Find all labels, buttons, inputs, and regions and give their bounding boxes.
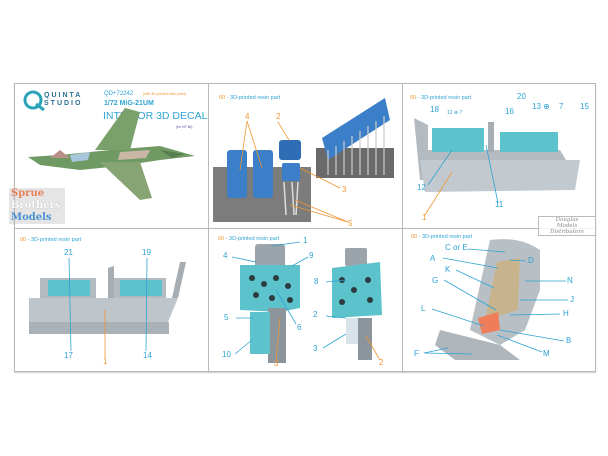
divider — [402, 83, 403, 372]
callout-label: 21 — [64, 248, 73, 257]
panel-header: 00 - 3D-printed resin part — [218, 236, 280, 242]
callout-label: A — [430, 254, 436, 263]
panel-header: 00 - 3D-printed resin part — [411, 234, 473, 240]
watermark-line: Distributors — [550, 229, 584, 235]
divider — [14, 228, 596, 229]
brand-line2: STUDIO — [44, 100, 83, 107]
watermark-line: Models — [11, 212, 52, 223]
callout-label: 12 — [417, 183, 426, 192]
callout-label: 19 — [142, 248, 151, 257]
callout-label: 14 — [143, 351, 152, 360]
callout-label: C or E — [445, 243, 468, 252]
callout-label: 6 — [297, 323, 302, 332]
callout-label: 12 ⊕ 7 — [447, 110, 463, 116]
watermark-line: Sprue — [11, 188, 45, 199]
watermark-line: Brothers — [11, 200, 61, 211]
divider — [208, 83, 209, 372]
product-title: INTERIOR 3D DECAL — [103, 110, 208, 122]
callout-label: 17 — [64, 351, 73, 360]
panel-header: 00 - 3D-printed resin part — [20, 237, 82, 243]
douglas-models-watermark: Douglas Models Distributors — [538, 216, 596, 236]
callout-label: 10 — [222, 350, 231, 359]
product-code: QD+72242 — [104, 91, 134, 97]
watermark-line: Douglas — [555, 217, 579, 223]
callout-label: 3 — [274, 359, 279, 368]
brand-line1: QUINTA — [44, 92, 83, 99]
callout-label: N — [567, 276, 573, 285]
sprue-brothers-watermark: Sprue Brothers Models — [9, 188, 65, 224]
callout-label: F — [414, 349, 419, 358]
callout-label: 4 — [245, 112, 250, 121]
callout-label: 5 — [224, 313, 229, 322]
callout-label: J — [570, 295, 574, 304]
callout-label: 18 — [430, 105, 439, 114]
panel-header: 00 - 3D-printed resin part — [410, 95, 472, 101]
callout-label: 1 — [303, 236, 308, 245]
callout-label: 13 ⊕ — [532, 102, 550, 111]
callout-label: 3 — [342, 185, 347, 194]
brand-logo: QUINTA STUDIO — [44, 92, 82, 108]
callout-label: 20 — [517, 92, 526, 101]
callout-label: 4 — [223, 251, 228, 260]
callout-label: 2 — [276, 112, 281, 121]
model-name: 1/72 MiG-21UM — [104, 100, 154, 107]
callout-label: 16 — [505, 107, 514, 116]
callout-label: 3 — [313, 344, 318, 353]
callout-label: 8 — [314, 277, 319, 286]
callout-label: 2 — [313, 310, 318, 319]
callout-label: B — [566, 336, 572, 345]
callout-label: G — [432, 276, 439, 285]
callout-label: H — [563, 309, 569, 318]
product-note: (with 3D-printed resin parts) — [143, 92, 187, 96]
watermark-line: Models — [556, 223, 578, 229]
callout-label: 11 — [495, 200, 504, 209]
callout-label: 1 — [422, 213, 427, 222]
callout-label: K — [445, 265, 451, 274]
callout-label: 2 — [379, 358, 384, 367]
callout-label: L — [421, 304, 426, 313]
callout-label: 9 — [309, 251, 314, 260]
callout-label: 5 — [348, 219, 353, 228]
kit-note: (for KP kit) — [176, 125, 193, 129]
callout-label: M — [543, 349, 550, 358]
callout-label: 7 — [559, 102, 564, 111]
callout-label: 15 — [580, 102, 589, 111]
panel-header: 00 - 3D-printed resin part — [219, 95, 281, 101]
callout-label: 1 — [103, 357, 108, 366]
callout-label: D — [528, 256, 534, 265]
